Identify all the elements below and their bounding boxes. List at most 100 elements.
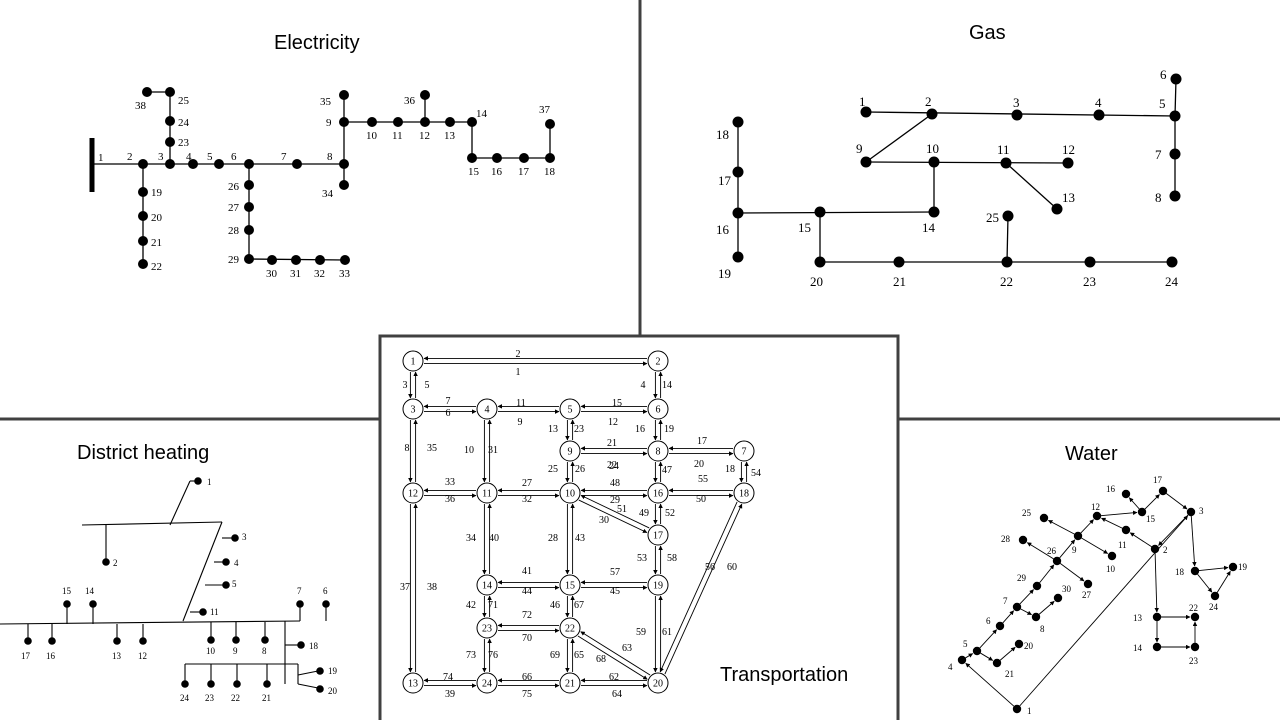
pipe-arrow <box>979 629 997 649</box>
link-label: 70 <box>522 633 532 644</box>
node-4 <box>188 159 198 169</box>
node-7 <box>1012 602 1022 612</box>
node-23 <box>1190 642 1200 652</box>
node-label: 20 <box>151 212 163 224</box>
node-label: 13 <box>444 130 456 142</box>
node-16 <box>492 153 502 163</box>
link-label: 17 <box>697 436 707 447</box>
pipe-arrow <box>1026 542 1054 560</box>
node-3 <box>231 534 239 542</box>
pipe <box>297 683 319 689</box>
node-37 <box>545 119 555 129</box>
link-label: 50 <box>696 494 706 505</box>
node-label: 30 <box>1062 584 1072 594</box>
node-7 <box>733 440 755 462</box>
node-3 <box>402 398 424 420</box>
node-label: 5 <box>207 151 213 163</box>
node-label: 13 <box>1133 613 1143 623</box>
node-label: 5 <box>1159 96 1166 111</box>
node-10 <box>559 482 581 504</box>
pipe-arrow <box>1059 563 1085 582</box>
water-title: Water <box>1065 443 1118 465</box>
node-2 <box>1150 544 1160 554</box>
node-18 <box>732 116 744 128</box>
node-25 <box>1002 210 1014 222</box>
node-label: 15 <box>468 166 480 178</box>
node-label: 13 <box>1062 190 1075 205</box>
node-10 <box>1107 551 1117 561</box>
pipe <box>182 521 223 622</box>
link-arrow <box>578 499 648 534</box>
pipe-arrow <box>1165 493 1188 510</box>
node-8 <box>1169 190 1181 202</box>
node-2 <box>926 108 938 120</box>
node-24 <box>1210 591 1220 601</box>
node-19 <box>138 187 148 197</box>
node-label: 9 <box>233 646 238 656</box>
node-label: 11 <box>210 607 219 617</box>
node-label: 15 <box>62 586 72 596</box>
node-18 <box>733 482 755 504</box>
node-label: 31 <box>290 268 301 280</box>
node-26 <box>244 180 254 190</box>
electricity-title: Electricity <box>274 32 360 54</box>
node-label: 32 <box>314 268 325 280</box>
pipe <box>737 211 935 214</box>
node-label: 18 <box>716 127 729 142</box>
pipe <box>1005 162 1058 210</box>
pipe-arrow <box>1081 537 1109 554</box>
pipe <box>1174 78 1177 117</box>
node-32 <box>315 255 325 265</box>
node-18 <box>1190 566 1200 576</box>
node-label: 10 <box>926 141 939 156</box>
node-15 <box>559 574 581 596</box>
node-11 <box>1000 157 1012 169</box>
node-label: 14 <box>922 220 936 235</box>
node-label: 2 <box>656 357 661 368</box>
node-14 <box>476 574 498 596</box>
node-label: 7 <box>281 151 287 163</box>
node-label: 4 <box>1095 95 1102 110</box>
pipe-arrow <box>1197 573 1213 593</box>
pipe <box>169 480 191 526</box>
pipe-arrow <box>1048 519 1075 535</box>
node-38 <box>142 87 152 97</box>
node-23 <box>207 680 215 688</box>
node-3 <box>1011 109 1023 121</box>
node-17 <box>1158 486 1168 496</box>
node-3 <box>165 159 175 169</box>
link-label: 35 <box>427 443 437 454</box>
node-label: 20 <box>328 686 338 696</box>
link-label: 37 <box>400 582 410 593</box>
bus-label: 1 <box>98 152 104 164</box>
node-19 <box>1228 562 1238 572</box>
node-label: 15 <box>565 581 575 592</box>
node-label: 12 <box>1091 502 1100 512</box>
node-8 <box>647 440 669 462</box>
link-label: 41 <box>522 566 532 577</box>
pipe-arrow <box>1128 497 1140 510</box>
link-label: 47 <box>662 465 672 476</box>
link-label: 32 <box>522 494 532 505</box>
link-label: 3 <box>403 380 408 391</box>
node-label: 23 <box>178 137 190 149</box>
node-label: 18 <box>544 166 556 178</box>
node-label: 15 <box>798 220 811 235</box>
link-label: 26 <box>575 464 585 475</box>
node-label: 3 <box>1199 506 1204 516</box>
node-label: 4 <box>234 558 239 568</box>
node-label: 14 <box>85 586 95 596</box>
node-label: 18 <box>1175 567 1185 577</box>
node-label: 16 <box>46 651 56 661</box>
node-8 <box>339 159 349 169</box>
node-14 <box>89 600 97 608</box>
node-label: 7 <box>297 586 302 596</box>
link-label: 38 <box>427 582 437 593</box>
link-label: 75 <box>522 689 532 700</box>
link-label: 69 <box>550 650 560 661</box>
pipe-arrow <box>1198 565 1229 572</box>
node-1 <box>1012 704 1022 714</box>
